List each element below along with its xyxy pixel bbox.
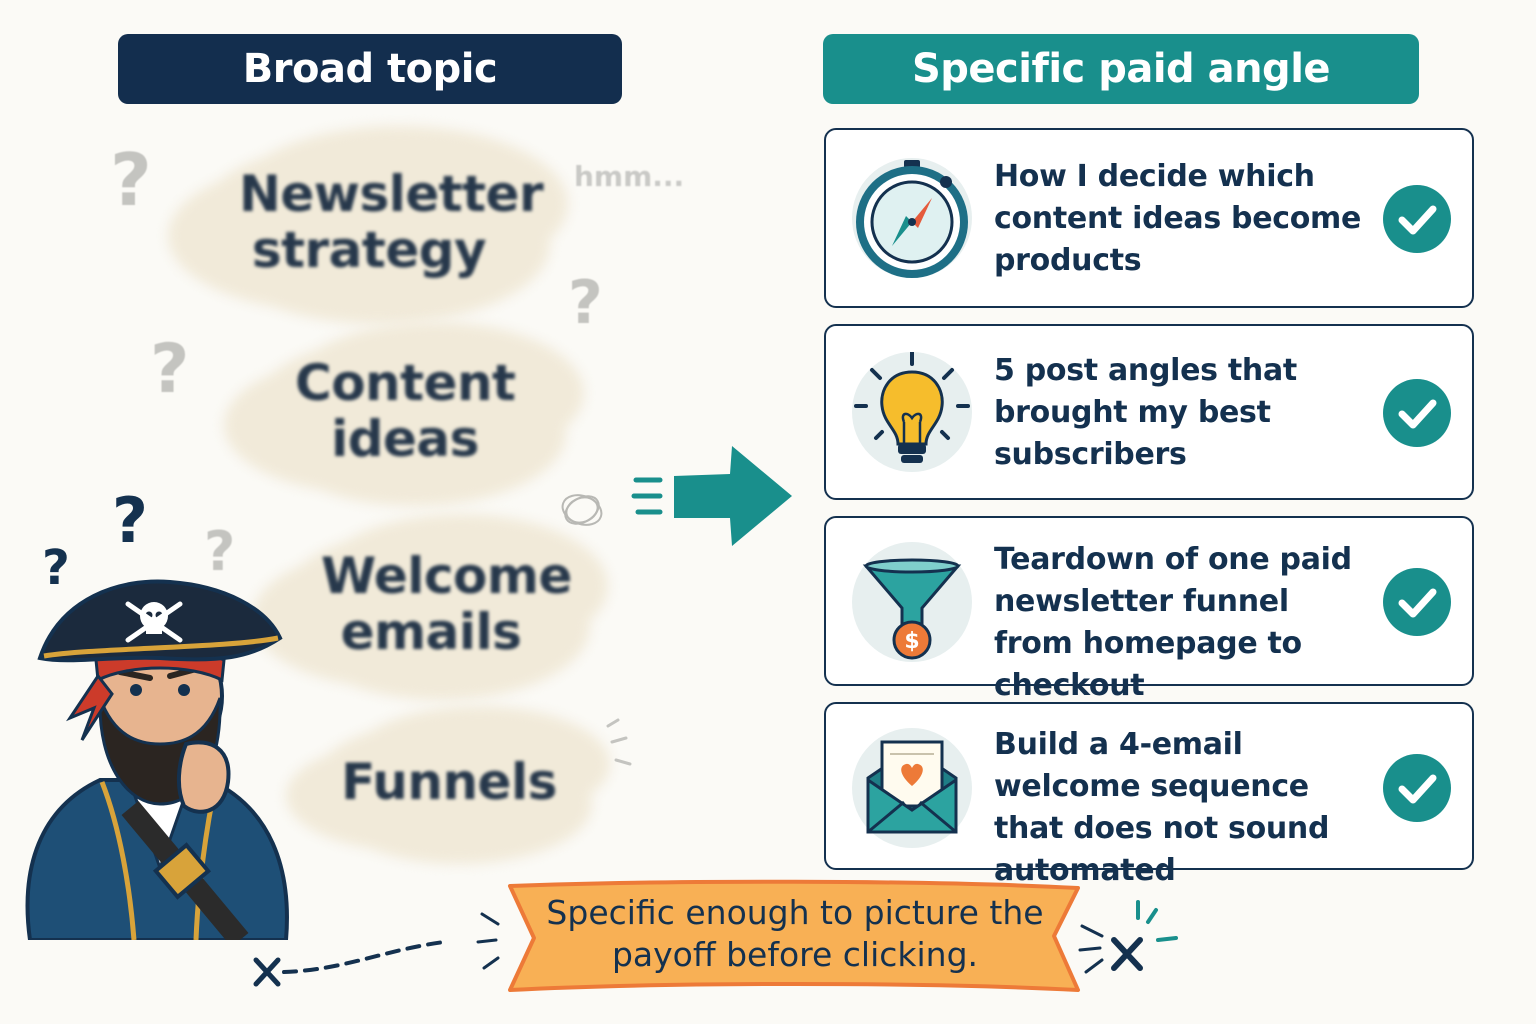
broad-topic-label: Newsletter strategy bbox=[239, 165, 544, 279]
question-mark-icon: ? bbox=[42, 540, 70, 596]
check-icon bbox=[1383, 754, 1451, 822]
lightbulb-icon bbox=[852, 352, 972, 472]
check-icon bbox=[1383, 568, 1451, 636]
angle-card-3: $ Teardown of one paid newsletter funnel… bbox=[824, 516, 1474, 703]
angle-text: Build a 4-email welcome sequence that do… bbox=[994, 727, 1330, 888]
broad-topic-label: Funnels bbox=[341, 753, 557, 811]
x-mark-icon bbox=[1078, 900, 1178, 974]
pirate-thinking-illustration bbox=[25, 579, 289, 940]
question-mark-icon: ? bbox=[568, 268, 603, 338]
question-mark-icon: ? bbox=[110, 138, 152, 222]
check-icon bbox=[1383, 185, 1451, 253]
broad-topic-label: Content ideas bbox=[295, 354, 516, 468]
broad-topic-label: Welcome emails bbox=[321, 547, 572, 661]
specific-paid-angle-header: Specific paid angle bbox=[823, 34, 1419, 104]
angle-text: 5 post angles that brought my best subsc… bbox=[994, 353, 1297, 472]
check-icon bbox=[1383, 379, 1451, 447]
broad-topic-cloud-content-ideas: Content ideas bbox=[252, 336, 558, 486]
spark-lines-icon bbox=[606, 718, 632, 766]
angle-text: How I decide which content ideas become … bbox=[994, 159, 1362, 278]
svg-text:$: $ bbox=[904, 629, 919, 654]
dashed-trail bbox=[253, 912, 500, 987]
question-mark-icon: ? bbox=[150, 330, 190, 409]
scribble-icon bbox=[561, 494, 603, 526]
angle-text: Teardown of one paid newsletter funnel f… bbox=[994, 542, 1352, 703]
envelope-icon bbox=[852, 728, 972, 848]
angle-card-2: 5 post angles that brought my best subsc… bbox=[824, 324, 1474, 500]
compass-icon bbox=[852, 158, 972, 278]
funnel-icon: $ bbox=[852, 542, 972, 662]
angle-card-1: How I decide which content ideas become … bbox=[824, 128, 1474, 308]
callout-banner bbox=[508, 879, 1080, 992]
question-mark-icon: ? bbox=[204, 520, 236, 583]
broad-topic-cloud-newsletter-strategy: Newsletter strategy bbox=[196, 140, 544, 304]
question-mark-icon: ? bbox=[112, 484, 148, 557]
broad-topic-cloud-welcome-emails: Welcome emails bbox=[280, 528, 582, 680]
broad-topic-cloud-funnels: Funnels bbox=[314, 720, 584, 844]
angle-card-4: Build a 4-email welcome sequence that do… bbox=[824, 702, 1474, 888]
x-mark-icon bbox=[253, 957, 281, 987]
callout-banner-text: Specific enough to picture the payoff be… bbox=[546, 893, 1044, 974]
hmm-thought-text: hmm... bbox=[574, 160, 685, 193]
arrow-right-icon bbox=[631, 446, 792, 546]
broad-topic-header: Broad topic bbox=[118, 34, 622, 104]
